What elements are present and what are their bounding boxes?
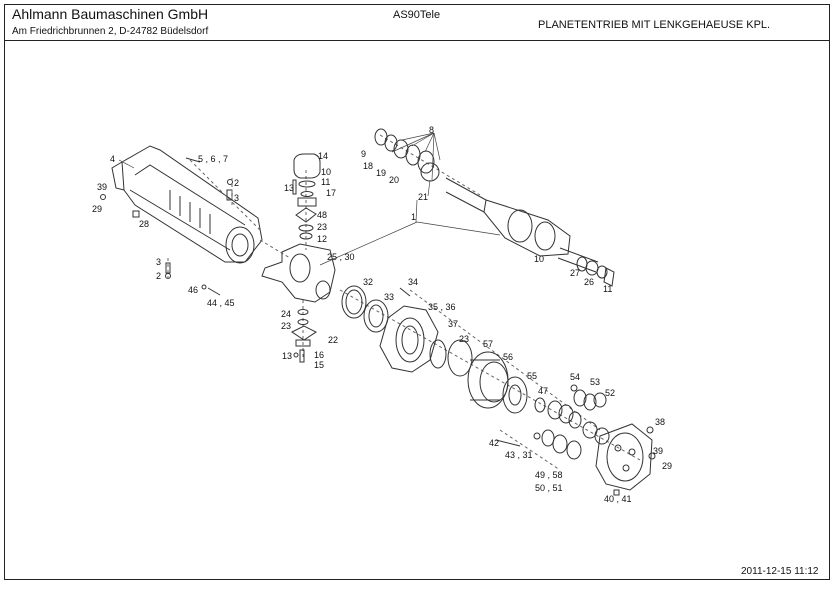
callout-c39a: 39 [97, 182, 107, 192]
callout-c5-6-7: 5 , 6 , 7 [198, 154, 228, 164]
callout-c2a: 2 [234, 178, 239, 188]
ring-37 [429, 339, 447, 369]
callout-c53: 53 [590, 377, 600, 387]
drive-shaft-assembly [374, 128, 615, 287]
callout-c57: 57 [483, 339, 493, 349]
callout-c50-51: 50 , 51 [535, 483, 563, 493]
callout-c1: 1 [411, 212, 416, 222]
callout-c27: 27 [570, 268, 580, 278]
callout-c11a: 11 [321, 177, 330, 187]
callout-c10a: 10 [321, 167, 331, 177]
ring-gear [467, 351, 509, 409]
screw-44-45 [207, 287, 221, 296]
callout-c23c: 23 [459, 334, 469, 344]
machine-model: AS90Tele [393, 9, 441, 21]
company-address: Am Friedrichbrunnen 2, D-24782 Büdelsdor… [12, 26, 209, 37]
callout-c20: 20 [389, 175, 399, 185]
axle-housing [111, 145, 263, 264]
callout-c22: 22 [328, 335, 338, 345]
callout-c25-30: 25 , 30 [327, 252, 355, 262]
callout-c43-31: 43 , 31 [505, 450, 533, 460]
hub-cover [595, 423, 656, 496]
assembly-title: PLANETENTRIEB MIT LENKGEHAEUSE KPL. [538, 19, 771, 31]
callout-c44-45: 44 , 45 [207, 298, 235, 308]
callout-c37: 37 [448, 319, 458, 329]
steering-knuckle [261, 243, 336, 303]
callout-c34: 34 [408, 277, 418, 287]
callout-c35-36: 35 , 36 [428, 302, 456, 312]
bearing-33 [363, 299, 389, 333]
washer-39 [100, 194, 106, 200]
bearing-23 [447, 339, 473, 377]
callout-c46: 46 [188, 285, 198, 295]
callout-c19: 19 [376, 168, 386, 178]
screw-5-6-7 [185, 157, 201, 163]
callout-c29b: 29 [662, 461, 672, 471]
lower-pin-stack [291, 309, 317, 363]
callout-c33: 33 [384, 292, 394, 302]
planet-gears [533, 384, 610, 460]
callout-c56: 56 [503, 352, 513, 362]
hub-carrier [379, 305, 439, 373]
callout-c4: 4 [110, 154, 115, 164]
callout-c8: 8 [429, 125, 434, 135]
bolt-34 [399, 287, 411, 297]
callout-c11b: 11 [603, 284, 612, 294]
callout-c16: 16 [314, 350, 324, 360]
bolt-2 [227, 179, 233, 185]
callout-c40-41: 40 , 41 [604, 494, 632, 504]
callout-c13b: 13 [282, 351, 292, 361]
callout-c42: 42 [489, 438, 499, 448]
callout-c49-58: 49 , 58 [535, 470, 563, 480]
king-pin-cap-stack [292, 153, 321, 240]
header-divider [4, 40, 830, 41]
print-timestamp: 2011-12-15 11:12 [741, 566, 819, 577]
callout-c17: 17 [326, 188, 336, 198]
callout-c55: 55 [527, 371, 537, 381]
callout-c3a: 3 [234, 193, 239, 203]
callout-c13a: 13 [284, 183, 294, 193]
planet-carrier [502, 376, 546, 414]
seal-32 [341, 285, 367, 319]
callout-c23a: 23 [317, 222, 327, 232]
callout-c28: 28 [139, 219, 149, 229]
callout-c18: 18 [363, 161, 373, 171]
callout-c23b: 23 [281, 321, 291, 331]
callout-c26: 26 [584, 277, 594, 287]
company-name: Ahlmann Baumaschinen GmbH [12, 6, 209, 22]
callout-c32: 32 [363, 277, 373, 287]
callout-c52: 52 [605, 388, 615, 398]
callout-c9: 9 [361, 149, 366, 159]
grease-46 [201, 284, 207, 290]
callout-c14: 14 [318, 151, 328, 161]
callout-c12: 12 [317, 234, 327, 244]
callout-c29a: 29 [92, 204, 102, 214]
callout-c24: 24 [281, 309, 291, 319]
drawing-frame [4, 4, 830, 580]
callout-c3b: 3 [156, 257, 161, 267]
plug-28 [132, 210, 140, 218]
callout-c38: 38 [655, 417, 665, 427]
callout-c48: 48 [317, 210, 327, 220]
callout-c10b: 10 [534, 254, 544, 264]
screw-42 [495, 439, 521, 447]
callout-c21: 21 [418, 192, 428, 202]
callout-c39b: 39 [653, 446, 663, 456]
callout-c47: 47 [538, 386, 548, 396]
callout-c2b: 2 [156, 271, 161, 281]
callout-c54: 54 [570, 372, 580, 382]
callout-c15: 15 [314, 360, 324, 370]
